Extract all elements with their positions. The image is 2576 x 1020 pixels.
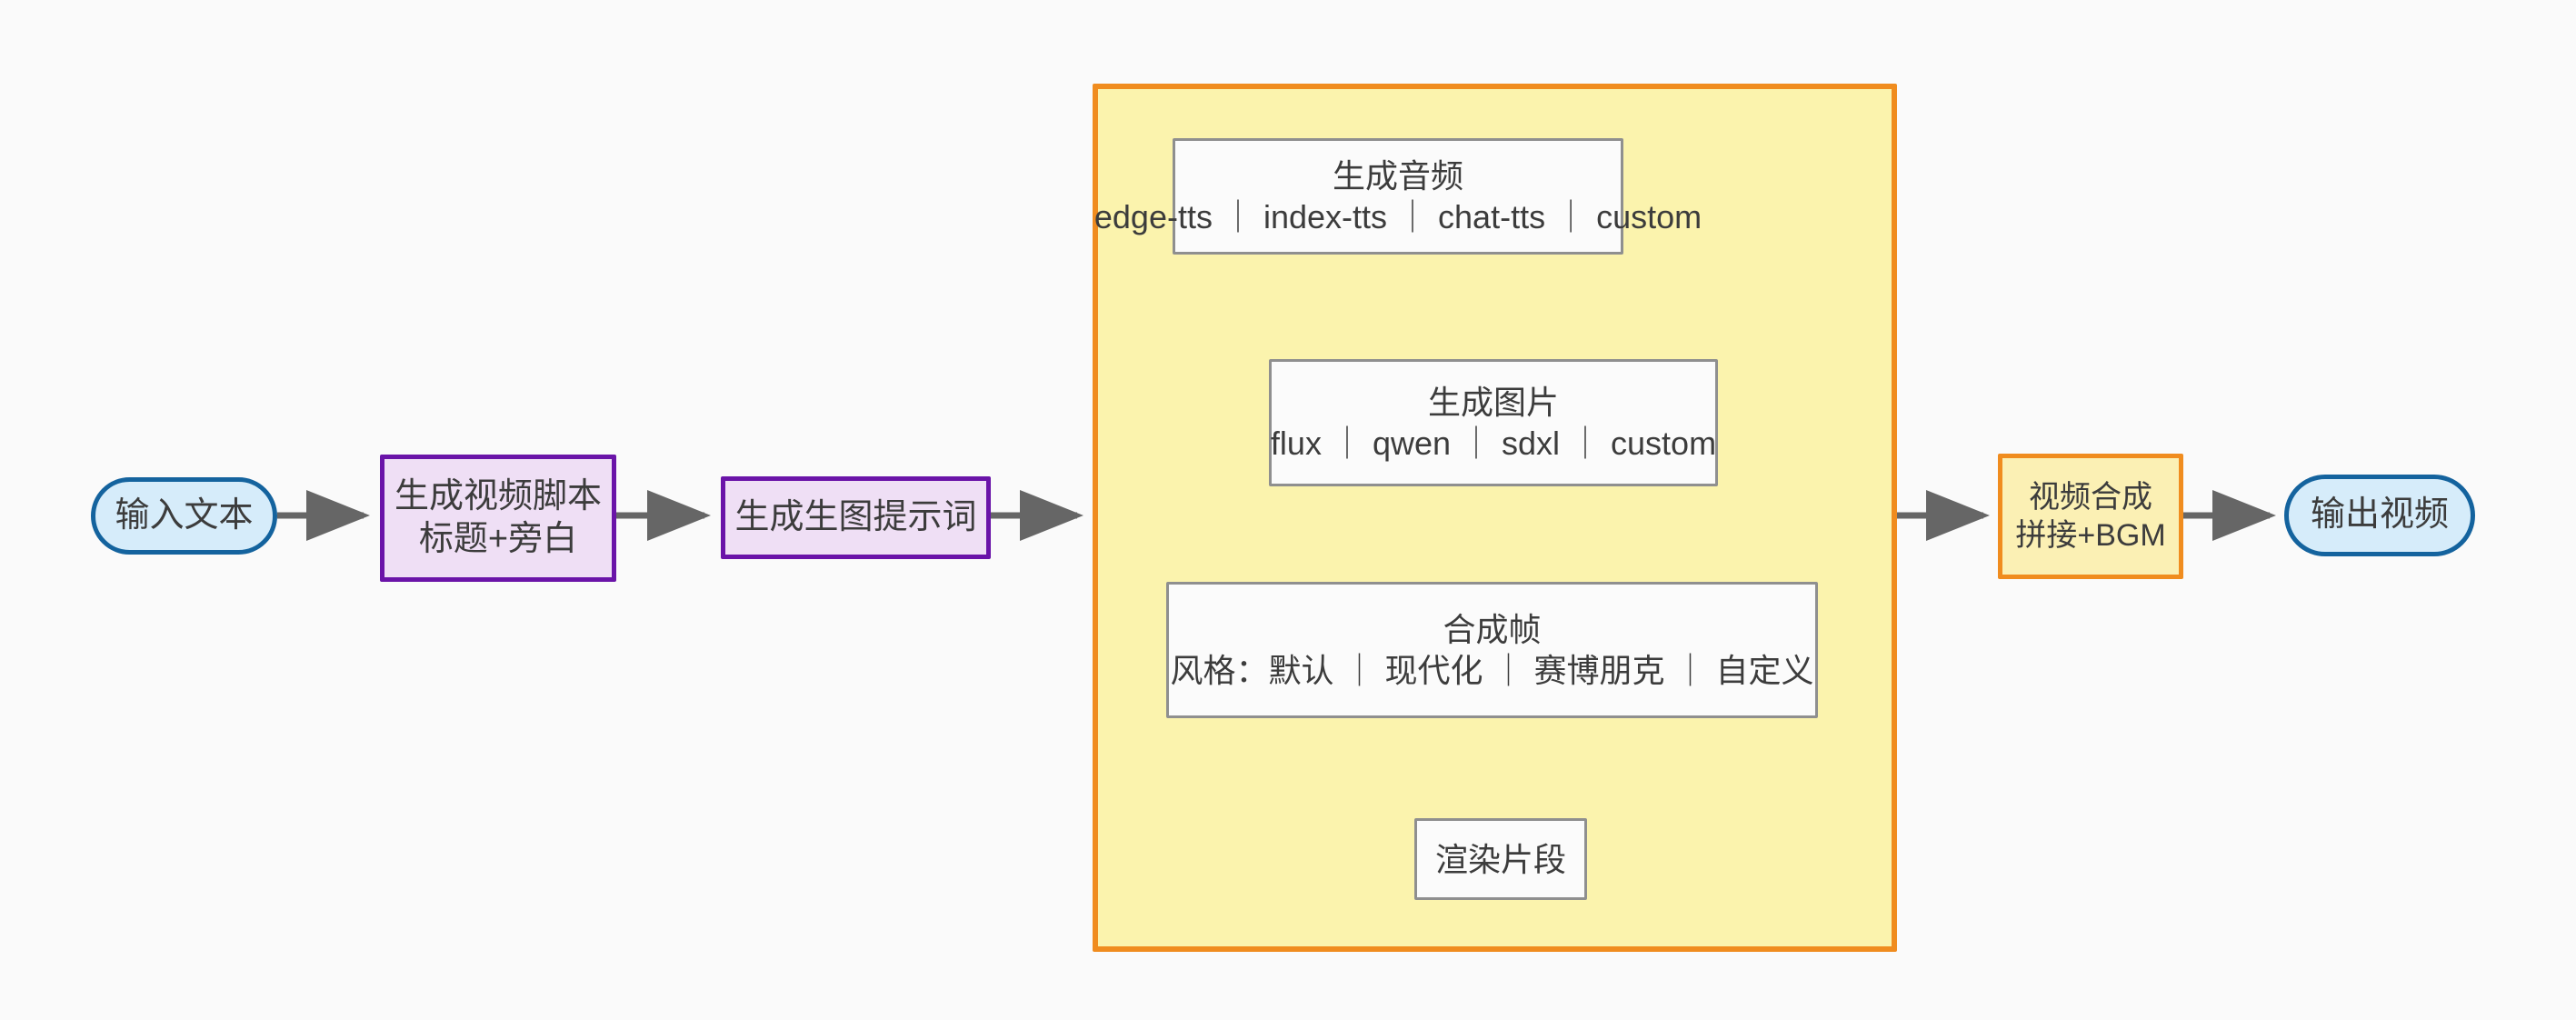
node-compose-frame-title: 合成帧 xyxy=(1443,611,1542,648)
node-generate-image-prompt[interactable]: 生成生图提示词 xyxy=(721,476,991,559)
node-generate-script-line1: 生成视频脚本 xyxy=(394,476,602,515)
node-generate-image-options: flux ｜ qwen ｜ sdxl ｜ custom xyxy=(1270,425,1717,462)
node-compose-frame-options: 风格：默认 ｜ 现代化 ｜ 赛博朋克 ｜ 自定义 xyxy=(1170,652,1814,689)
node-generate-image-prompt-label: 生成生图提示词 xyxy=(734,497,977,536)
node-generate-image-title: 生成图片 xyxy=(1427,384,1559,421)
node-compose-frame[interactable]: 合成帧 风格：默认 ｜ 现代化 ｜ 赛博朋克 ｜ 自定义 xyxy=(1166,582,1818,718)
node-video-compose[interactable]: 视频合成 拼接+BGM xyxy=(1998,454,2183,579)
node-input-text-label: 输入文本 xyxy=(115,495,254,535)
node-generate-script[interactable]: 生成视频脚本 标题+旁白 xyxy=(380,455,616,582)
node-generate-audio[interactable]: 生成音频 edge-tts ｜ index-tts ｜ chat-tts ｜ c… xyxy=(1094,138,1702,255)
node-generate-audio-options: edge-tts ｜ index-tts ｜ chat-tts ｜ custom xyxy=(1093,198,1702,235)
node-render-clip[interactable]: 渲染片段 xyxy=(1414,818,1587,900)
node-render-clip-label: 渲染片段 xyxy=(1434,840,1566,878)
node-input-text[interactable]: 输入文本 xyxy=(91,477,277,555)
node-generate-audio-title: 生成音频 xyxy=(1332,157,1463,195)
node-output-video[interactable]: 输出视频 xyxy=(2284,475,2475,556)
node-generate-image[interactable]: 生成图片 flux ｜ qwen ｜ sdxl ｜ custom xyxy=(1269,359,1718,486)
node-output-video-label: 输出视频 xyxy=(2310,495,2449,535)
node-video-compose-line1: 视频合成 xyxy=(2029,479,2152,515)
node-video-compose-line2: 拼接+BGM xyxy=(2015,518,2166,553)
node-generate-script-line2: 标题+旁白 xyxy=(418,520,578,558)
